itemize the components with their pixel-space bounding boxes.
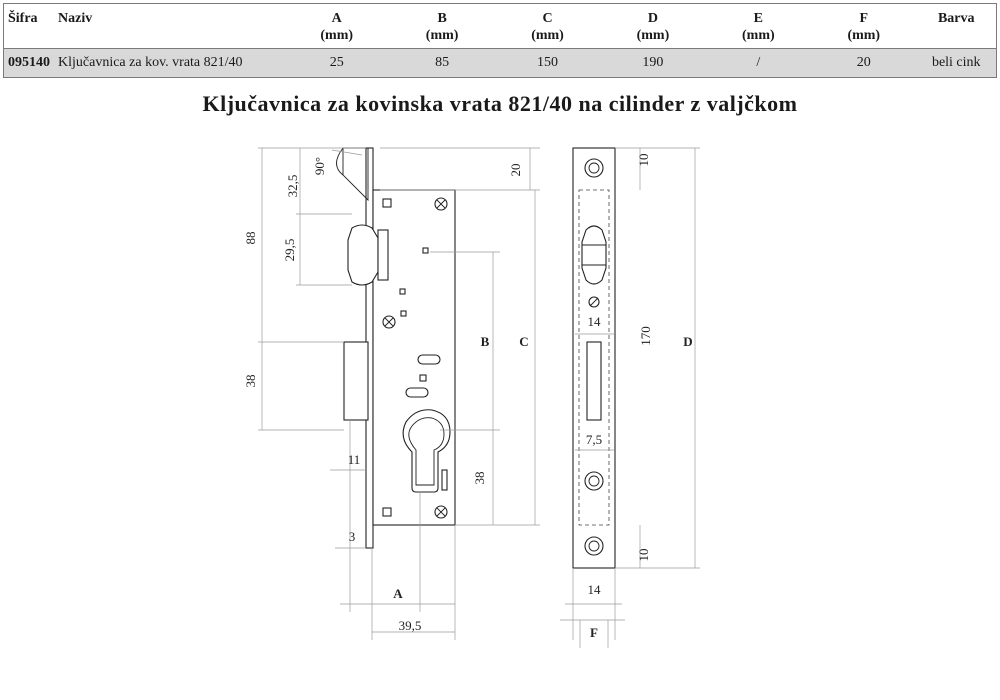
spec-table: Šifra Naziv A(mm) B(mm) C(mm) D(mm) E(mm…	[3, 3, 997, 78]
screw-mid-icon	[382, 315, 396, 329]
header-a: A(mm)	[320, 11, 354, 43]
cell-d: 190	[600, 48, 706, 78]
dim-label-14-plate: 14	[588, 582, 602, 597]
header-color: Barva	[937, 11, 975, 26]
case-outline-hidden	[578, 189, 610, 526]
mounting-hole-top-icon	[584, 158, 604, 178]
screw-top-icon	[434, 197, 448, 211]
lock-side-view	[336, 147, 456, 549]
header-f: F(mm)	[847, 11, 881, 43]
dim-label-c: C	[519, 334, 528, 349]
roller-bracket	[377, 229, 389, 281]
dim-label-32-5: 32,5	[285, 175, 300, 198]
dim-label-10-bottom: 10	[636, 549, 651, 562]
latch-tongue	[342, 147, 369, 202]
header-code: Šifra	[8, 11, 38, 26]
cell-code: 095140	[3, 48, 54, 78]
roller-front	[581, 225, 607, 285]
spec-header-row: Šifra Naziv A(mm) B(mm) C(mm) D(mm) E(mm…	[4, 4, 997, 49]
cell-f: 20	[811, 48, 917, 78]
header-c: C(mm)	[531, 11, 564, 43]
rivet	[419, 374, 427, 382]
cell-b: 85	[389, 48, 495, 78]
dim-label-38-mid: 38	[472, 472, 487, 485]
rivet	[399, 288, 406, 295]
header-name: Naziv	[58, 11, 93, 26]
cell-e: /	[705, 48, 812, 78]
rivet	[382, 198, 392, 208]
mounting-hole-mid-icon	[584, 471, 604, 491]
dim-label-38-left: 38	[243, 375, 258, 388]
right-dimensions	[560, 147, 700, 648]
slot	[417, 354, 441, 365]
dim-label-20: 20	[508, 164, 523, 177]
diagram-title: Ključavnica za kovinska vrata 821/40 na …	[202, 91, 798, 116]
rivet	[400, 310, 407, 317]
dim-label-f: F	[590, 625, 598, 640]
left-dimensions	[258, 147, 456, 640]
dim-label-90: 90°	[312, 157, 327, 175]
cell-a: 25	[284, 48, 390, 78]
dim-label-10-top: 10	[636, 154, 651, 167]
cell-name: Ključavnica za kov. vrata 821/40	[54, 48, 284, 78]
roller-catch	[347, 224, 379, 286]
dim-label-14-slot: 14	[588, 314, 602, 329]
dim-label-88: 88	[243, 232, 258, 245]
header-b: B(mm)	[425, 11, 459, 43]
dim-label-39-5: 39,5	[399, 618, 422, 633]
mounting-hole-bottom-icon	[584, 536, 604, 556]
dim-label-a: A	[393, 586, 403, 601]
dim-label-170: 170	[638, 326, 653, 346]
dim-label-3: 3	[349, 529, 356, 544]
cylinder-hole-inner	[408, 417, 445, 486]
table-row: 095140 Ključavnica za kov. vrata 821/40 …	[3, 48, 997, 78]
cylinder-pin	[441, 469, 448, 491]
deadbolt	[343, 341, 369, 421]
dim-label-d: D	[683, 334, 692, 349]
cell-color: beli cink	[916, 48, 997, 78]
middle-dimensions	[380, 147, 540, 526]
dim-label-29-5: 29,5	[282, 239, 297, 262]
cell-c: 150	[494, 48, 601, 78]
deadbolt-slot	[586, 341, 602, 421]
faceplate-front-view	[572, 147, 616, 569]
dim-label-7-5: 7,5	[586, 432, 602, 447]
slot	[405, 387, 429, 398]
dim-label-b: B	[481, 334, 490, 349]
dim-label-11: 11	[348, 452, 361, 467]
cylinder-hole	[402, 409, 451, 493]
latch-swing-arc	[336, 147, 344, 176]
screw-bottom-icon	[434, 505, 448, 519]
screw-front-icon	[588, 296, 600, 308]
header-d: D(mm)	[636, 11, 670, 43]
rivet	[382, 507, 392, 517]
rivet	[422, 247, 429, 254]
header-e: E(mm)	[742, 11, 775, 43]
